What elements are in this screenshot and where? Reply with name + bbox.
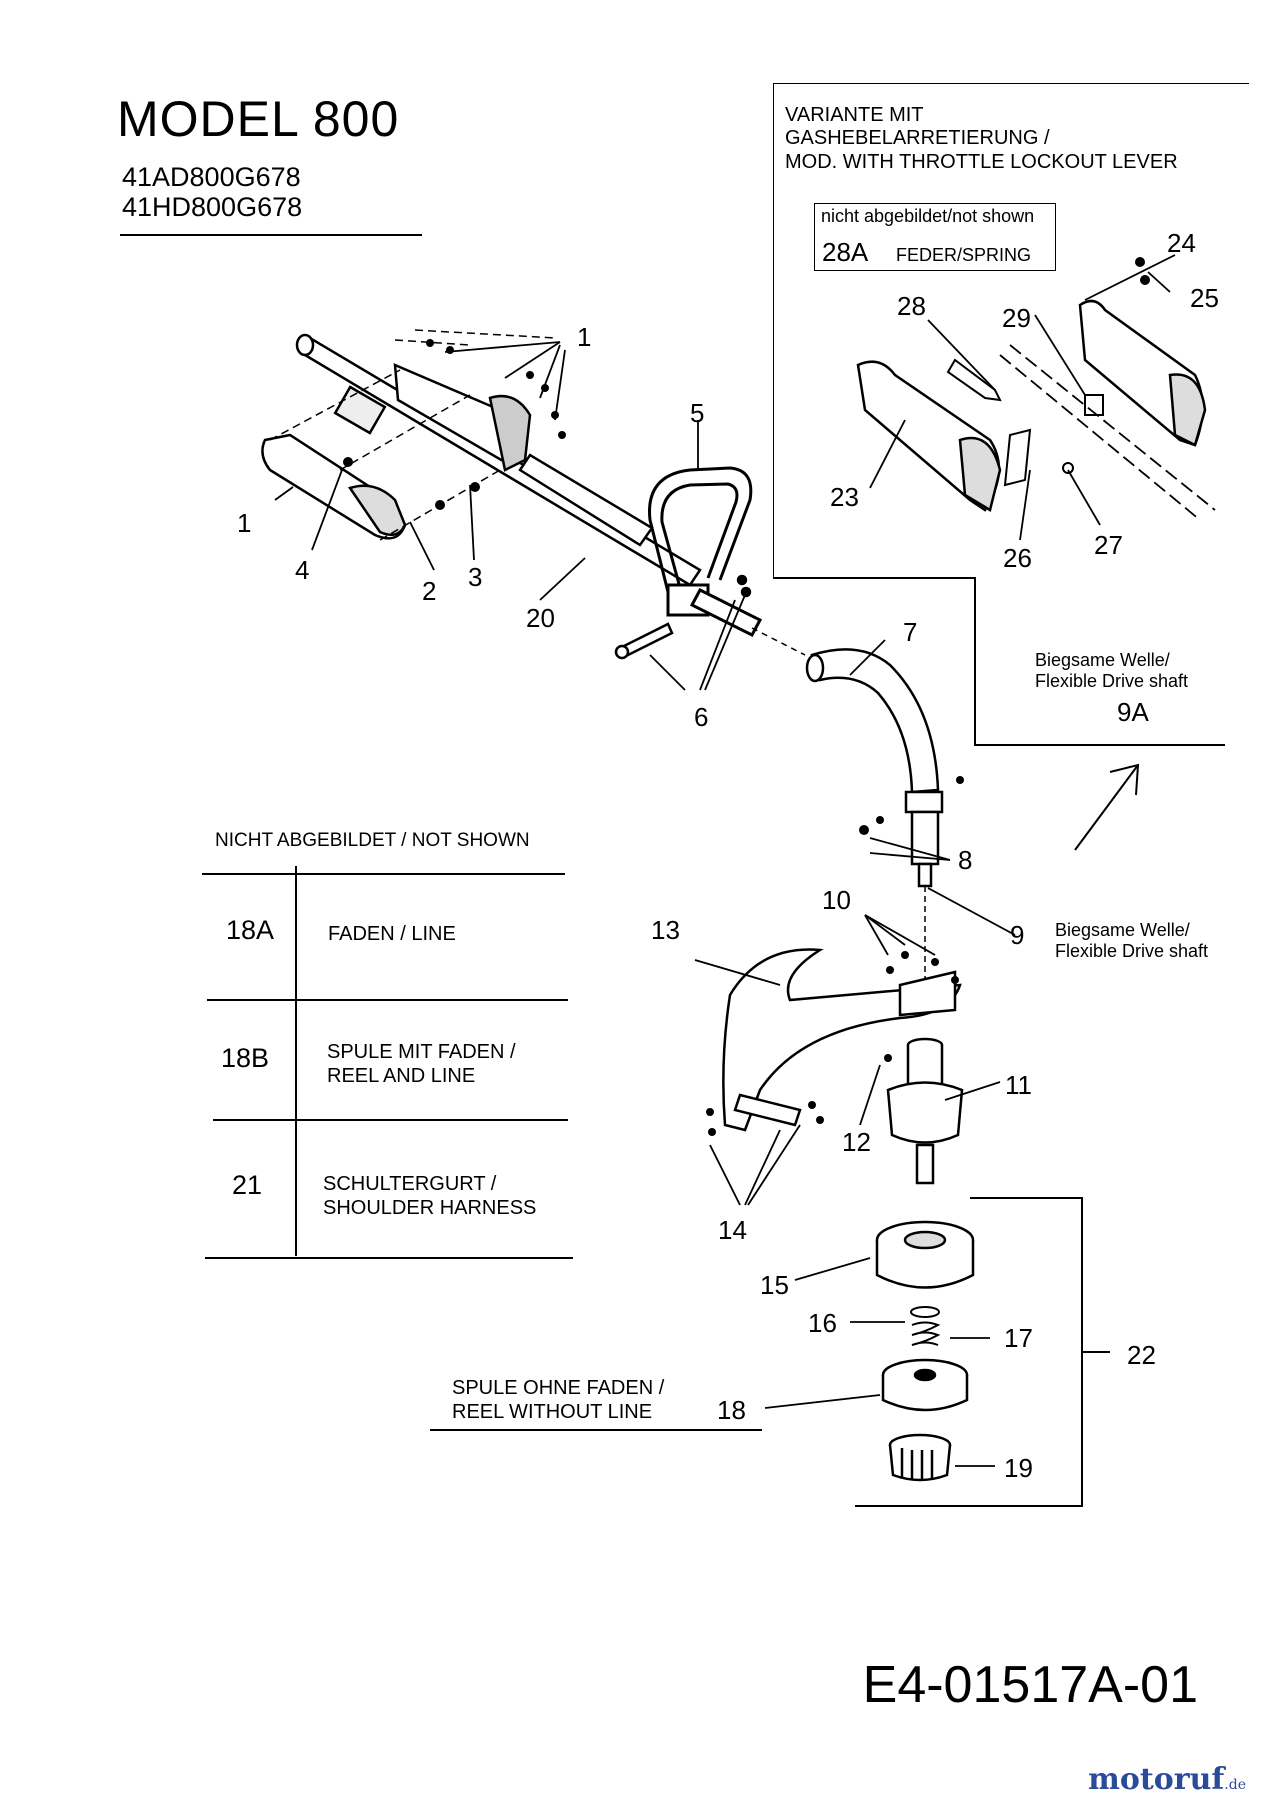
table-desc: REEL AND LINE xyxy=(327,1065,476,1087)
variant-title-line: GASHEBELARRETIERUNG / xyxy=(785,127,1050,149)
flex-shaft-9-label: Biegsame Welle/ xyxy=(1055,920,1190,940)
callout-22: 22 xyxy=(1127,1340,1156,1370)
callout-25: 25 xyxy=(1190,283,1219,313)
guard xyxy=(722,948,962,1132)
reel-without-line-label: SPULE OHNE FADEN / xyxy=(452,1377,665,1399)
model-number: 41AD800G678 xyxy=(122,162,301,192)
callout-19: 19 xyxy=(1004,1453,1033,1483)
callout-27: 27 xyxy=(1094,530,1123,560)
variant-box xyxy=(773,83,1249,579)
gear-head xyxy=(886,1037,964,1185)
callout-24: 24 xyxy=(1167,228,1196,258)
bolt-6 xyxy=(614,574,752,660)
variant-parts-small xyxy=(946,257,1150,487)
variant-title-line: MOD. WITH THROTTLE LOCKOUT LEVER xyxy=(785,151,1178,173)
callout-10: 10 xyxy=(822,885,851,915)
washer-16 xyxy=(910,1306,940,1318)
spool-18 xyxy=(881,1358,969,1412)
callout-9: 9 xyxy=(1010,920,1025,950)
callout-28: 28 xyxy=(897,291,926,321)
table-code: 21 xyxy=(232,1170,263,1200)
callout-1: 1 xyxy=(577,322,592,352)
not-shown-box-code: 28A xyxy=(822,237,869,267)
logo-name: motoruf xyxy=(1088,1762,1225,1797)
table-code: 18B xyxy=(221,1043,270,1073)
variant-title-line: VARIANTE MIT xyxy=(785,104,924,126)
not-shown-box-desc: FEDER/SPRING xyxy=(896,245,1032,265)
callout-11: 11 xyxy=(1005,1070,1032,1100)
callout-15: 15 xyxy=(760,1270,789,1300)
brand-logo[interactable]: motoruf.de xyxy=(1088,1762,1246,1797)
arrow-9a xyxy=(1074,764,1139,851)
variant-cover-24 xyxy=(1078,299,1207,447)
callout-13: 13 xyxy=(651,915,680,945)
model-number: 41HD800G678 xyxy=(122,192,303,222)
callout-17: 17 xyxy=(1004,1323,1033,1353)
callout-3: 3 xyxy=(468,562,483,592)
table-desc: SCHULTERGURT / xyxy=(323,1173,497,1195)
spring-17 xyxy=(911,1321,941,1346)
callout-26: 26 xyxy=(1003,543,1032,573)
table-desc: SPULE MIT FADEN / xyxy=(327,1041,516,1063)
callout-4: 4 xyxy=(295,555,310,585)
callout-1: 1 xyxy=(237,508,252,538)
table-desc: SHOULDER HARNESS xyxy=(323,1197,537,1219)
loop-handle xyxy=(648,466,763,637)
callout-29: 29 xyxy=(1002,303,1031,333)
callout-18: 18 xyxy=(717,1395,746,1425)
spool-housing xyxy=(875,1220,975,1289)
variant-handle-23 xyxy=(856,360,1002,512)
callout-2: 2 xyxy=(422,576,437,606)
not-shown-table-title: NICHT ABGEBILDET / NOT SHOWN xyxy=(215,830,530,851)
not-shown-box-title: nicht abgebildet/not shown xyxy=(821,206,1035,226)
table-code: 18A xyxy=(226,915,275,945)
not-shown-box xyxy=(814,203,1056,271)
callout-14: 14 xyxy=(718,1215,747,1245)
reel-without-line-label: REEL WITHOUT LINE xyxy=(452,1401,653,1423)
lower-tube xyxy=(805,648,944,888)
document-code: E4-01517A-01 xyxy=(862,1656,1198,1714)
callout-8: 8 xyxy=(958,845,973,875)
bump-knob-19 xyxy=(888,1433,952,1482)
handle-housing xyxy=(261,363,532,540)
flex-shaft-9-label: Flexible Drive shaft xyxy=(1055,941,1209,961)
logo-tld: .de xyxy=(1224,1777,1246,1793)
callout-5: 5 xyxy=(690,398,705,428)
callout-7: 7 xyxy=(903,617,918,647)
callout-6: 6 xyxy=(694,702,709,732)
callout-23: 23 xyxy=(830,482,859,512)
variant-box-step xyxy=(773,577,1225,746)
flex-shaft-9a-label: Flexible Drive shaft xyxy=(1035,671,1189,691)
flex-shaft-9a-label: Biegsame Welle/ xyxy=(1035,650,1170,670)
model-title: MODEL 800 xyxy=(117,91,400,147)
table-desc: FADEN / LINE xyxy=(328,923,456,945)
callout-16: 16 xyxy=(808,1308,837,1338)
callout-12: 12 xyxy=(842,1127,871,1157)
callout-20: 20 xyxy=(526,603,555,633)
flex-shaft-9a-code: 9A xyxy=(1117,697,1149,727)
